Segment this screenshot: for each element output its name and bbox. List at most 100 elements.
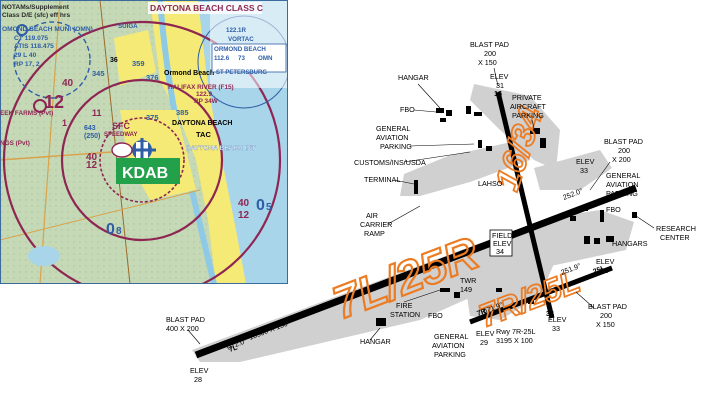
floor-12c: 12 — [238, 210, 250, 221]
blast-pad-se-title: BLAST PAD — [588, 302, 627, 311]
atis-frequency: ATIS 118.475 — [14, 43, 54, 50]
customs-label: CUSTOMS/INS/USDA — [354, 158, 426, 167]
mef-0: 0 — [106, 221, 115, 238]
vortac-id: OMN — [258, 55, 273, 62]
num-1: 1 — [62, 118, 67, 128]
elev-north-value: 31 — [496, 81, 504, 90]
sectional-chart-inset: NOTAMs/Supplement Class D/E (sfc) eff hr… — [0, 0, 288, 284]
air-carrier-3: RAMP — [364, 229, 385, 238]
blast-pad-sw-title: BLAST PAD — [166, 315, 205, 324]
ga-parking-s-3: PARKING — [434, 350, 466, 359]
class-c-title: DAYTONA BEACH CLASS C — [150, 3, 263, 13]
tower-label: TWR — [460, 276, 476, 285]
fire-station-2: STATION — [390, 310, 420, 319]
mef-8: 8 — [116, 226, 122, 237]
suiga-fix: SUIGA — [118, 23, 138, 30]
ga-parking-e-3: PARKING — [606, 189, 638, 198]
vortac-frequency: 112.6 — [214, 55, 230, 62]
vortac-name: ORMOND BEACH — [214, 46, 266, 53]
air-carrier-2: CARRIER — [360, 220, 392, 229]
tower-height: 149 — [460, 285, 472, 294]
blast-pad-north-title: BLAST PAD — [470, 40, 509, 49]
north-ramp-area — [470, 84, 560, 170]
floor-12b: 12 — [86, 160, 98, 171]
obstacle-345: 345 — [92, 69, 105, 78]
buildings — [376, 106, 637, 326]
runway-end-7R: 7R — [475, 306, 488, 318]
kdab-badge: KDAB — [122, 165, 168, 182]
fbo-east: FBO — [606, 205, 621, 214]
runway-end-25L: 25L — [591, 263, 606, 276]
field-elev-2: ELEV — [493, 239, 512, 248]
st-petersburg-label: ST PETERSBURG — [216, 70, 267, 76]
elev-28-label: ELEV — [190, 366, 209, 375]
daytona-beach-intl-label: DAYTONA BEACH INT — [186, 145, 255, 152]
research-center-2: CENTER — [660, 233, 690, 242]
ne-ramp-area — [534, 150, 612, 190]
vortac-channel: 73 — [238, 55, 245, 62]
ceiling-40a: 40 — [86, 152, 98, 163]
runway-16-34 — [495, 91, 555, 319]
obstacle-643: 643 — [84, 125, 96, 132]
obstacle-36: 36 — [110, 57, 118, 64]
ct-frequency: CT 119.075 — [14, 35, 48, 42]
obstacle-385: 385 — [176, 108, 189, 117]
halifax-ctaf: 122.9 — [196, 91, 212, 98]
right-pattern-line: RP 17, 2 — [14, 61, 40, 68]
sectional-class-note: Class D/E (sfc) eff hrs — [2, 12, 70, 19]
blast-pad-sw-dim: 400 X 200 — [166, 324, 199, 333]
rwy-7r-dims-1: Rwy 7R-25L — [496, 327, 536, 336]
fss-122: 122.1R — [226, 27, 246, 34]
fire-station-1: FIRE — [396, 301, 413, 310]
ga-parking-s-2: AVIATION — [432, 341, 464, 350]
fbo-south: FBO — [428, 311, 443, 320]
halifax-river-label: HALIFAX RIVER (F15) — [168, 84, 234, 91]
daytona-beach-city: DAYTONA BEACH — [172, 120, 232, 127]
num-11: 11 — [92, 108, 102, 118]
runway-7R-25L — [469, 265, 613, 325]
mef-5: 5 — [266, 202, 272, 213]
blast-pad-north-dim1: 200 — [484, 49, 496, 58]
blast-pad-se-dim2: X 150 — [596, 320, 615, 329]
elev-north-label: ELEV — [490, 72, 509, 81]
runway-end-34: 34 — [546, 309, 554, 318]
elev-33-s-value: 33 — [552, 324, 560, 333]
hangars-east: HANGARS — [612, 239, 648, 248]
hangar-north: HANGAR — [398, 73, 429, 82]
elev-33-ne-value: 33 — [580, 166, 588, 175]
elev-32-label: ELEV — [596, 257, 615, 266]
private-parking-2: AIRCRAFT — [510, 102, 547, 111]
ga-parking-e-1: GENERAL — [606, 171, 640, 180]
obstacle-250: (250) — [84, 133, 100, 140]
halifax-rp: RP 34W — [194, 98, 219, 105]
fbo-north: FBO — [400, 105, 415, 114]
spruce-creek-label: NGS (Pvt) — [0, 140, 30, 147]
elev-29-value: 29 — [480, 338, 488, 347]
sectional-notam-label: NOTAMs/Supplement — [2, 4, 70, 11]
leader-lines — [187, 67, 655, 345]
ga-parking-s-1: GENERAL — [434, 332, 468, 341]
labels: BLAST PAD 200 X 150 ELEV 31 HANGAR FBO P… — [166, 40, 696, 384]
terminal-label: TERMINAL — [364, 175, 400, 184]
air-carrier-1: AIR — [366, 211, 378, 220]
obstacle-359: 359 — [132, 59, 145, 68]
elev-29-label: ELEV — [476, 329, 495, 338]
private-parking-1: PRIVATE — [512, 93, 542, 102]
elev-33-s-label: ELEV — [548, 315, 567, 324]
creek-farms-label: EEK FARMS (Pvt) — [0, 110, 53, 117]
sfc-label: SFC — [112, 121, 131, 131]
ga-parking-n-3: PARKING — [380, 142, 412, 151]
runway-end-7L: 7L — [227, 342, 239, 354]
runway-end-16: 16 — [494, 89, 502, 98]
airport-diagram: 7L/25R 7R/25L 16/34 10500 X 150 072.0° 0… — [166, 40, 696, 384]
mef-0b: 0 — [256, 197, 265, 214]
vortac-title: VORTAC — [228, 36, 254, 43]
field-elev-1: FIELD — [492, 231, 512, 240]
ga-parking-e-2: AVIATION — [606, 180, 638, 189]
private-parking-3: PARKING — [512, 111, 544, 120]
elev-28-value: 28 — [194, 375, 202, 384]
research-center-1: RESEARCH — [656, 224, 696, 233]
ormond-beach-city: Ormond Beach — [164, 70, 214, 77]
rwy-7r-dims-2: 3195 X 100 — [496, 336, 533, 345]
